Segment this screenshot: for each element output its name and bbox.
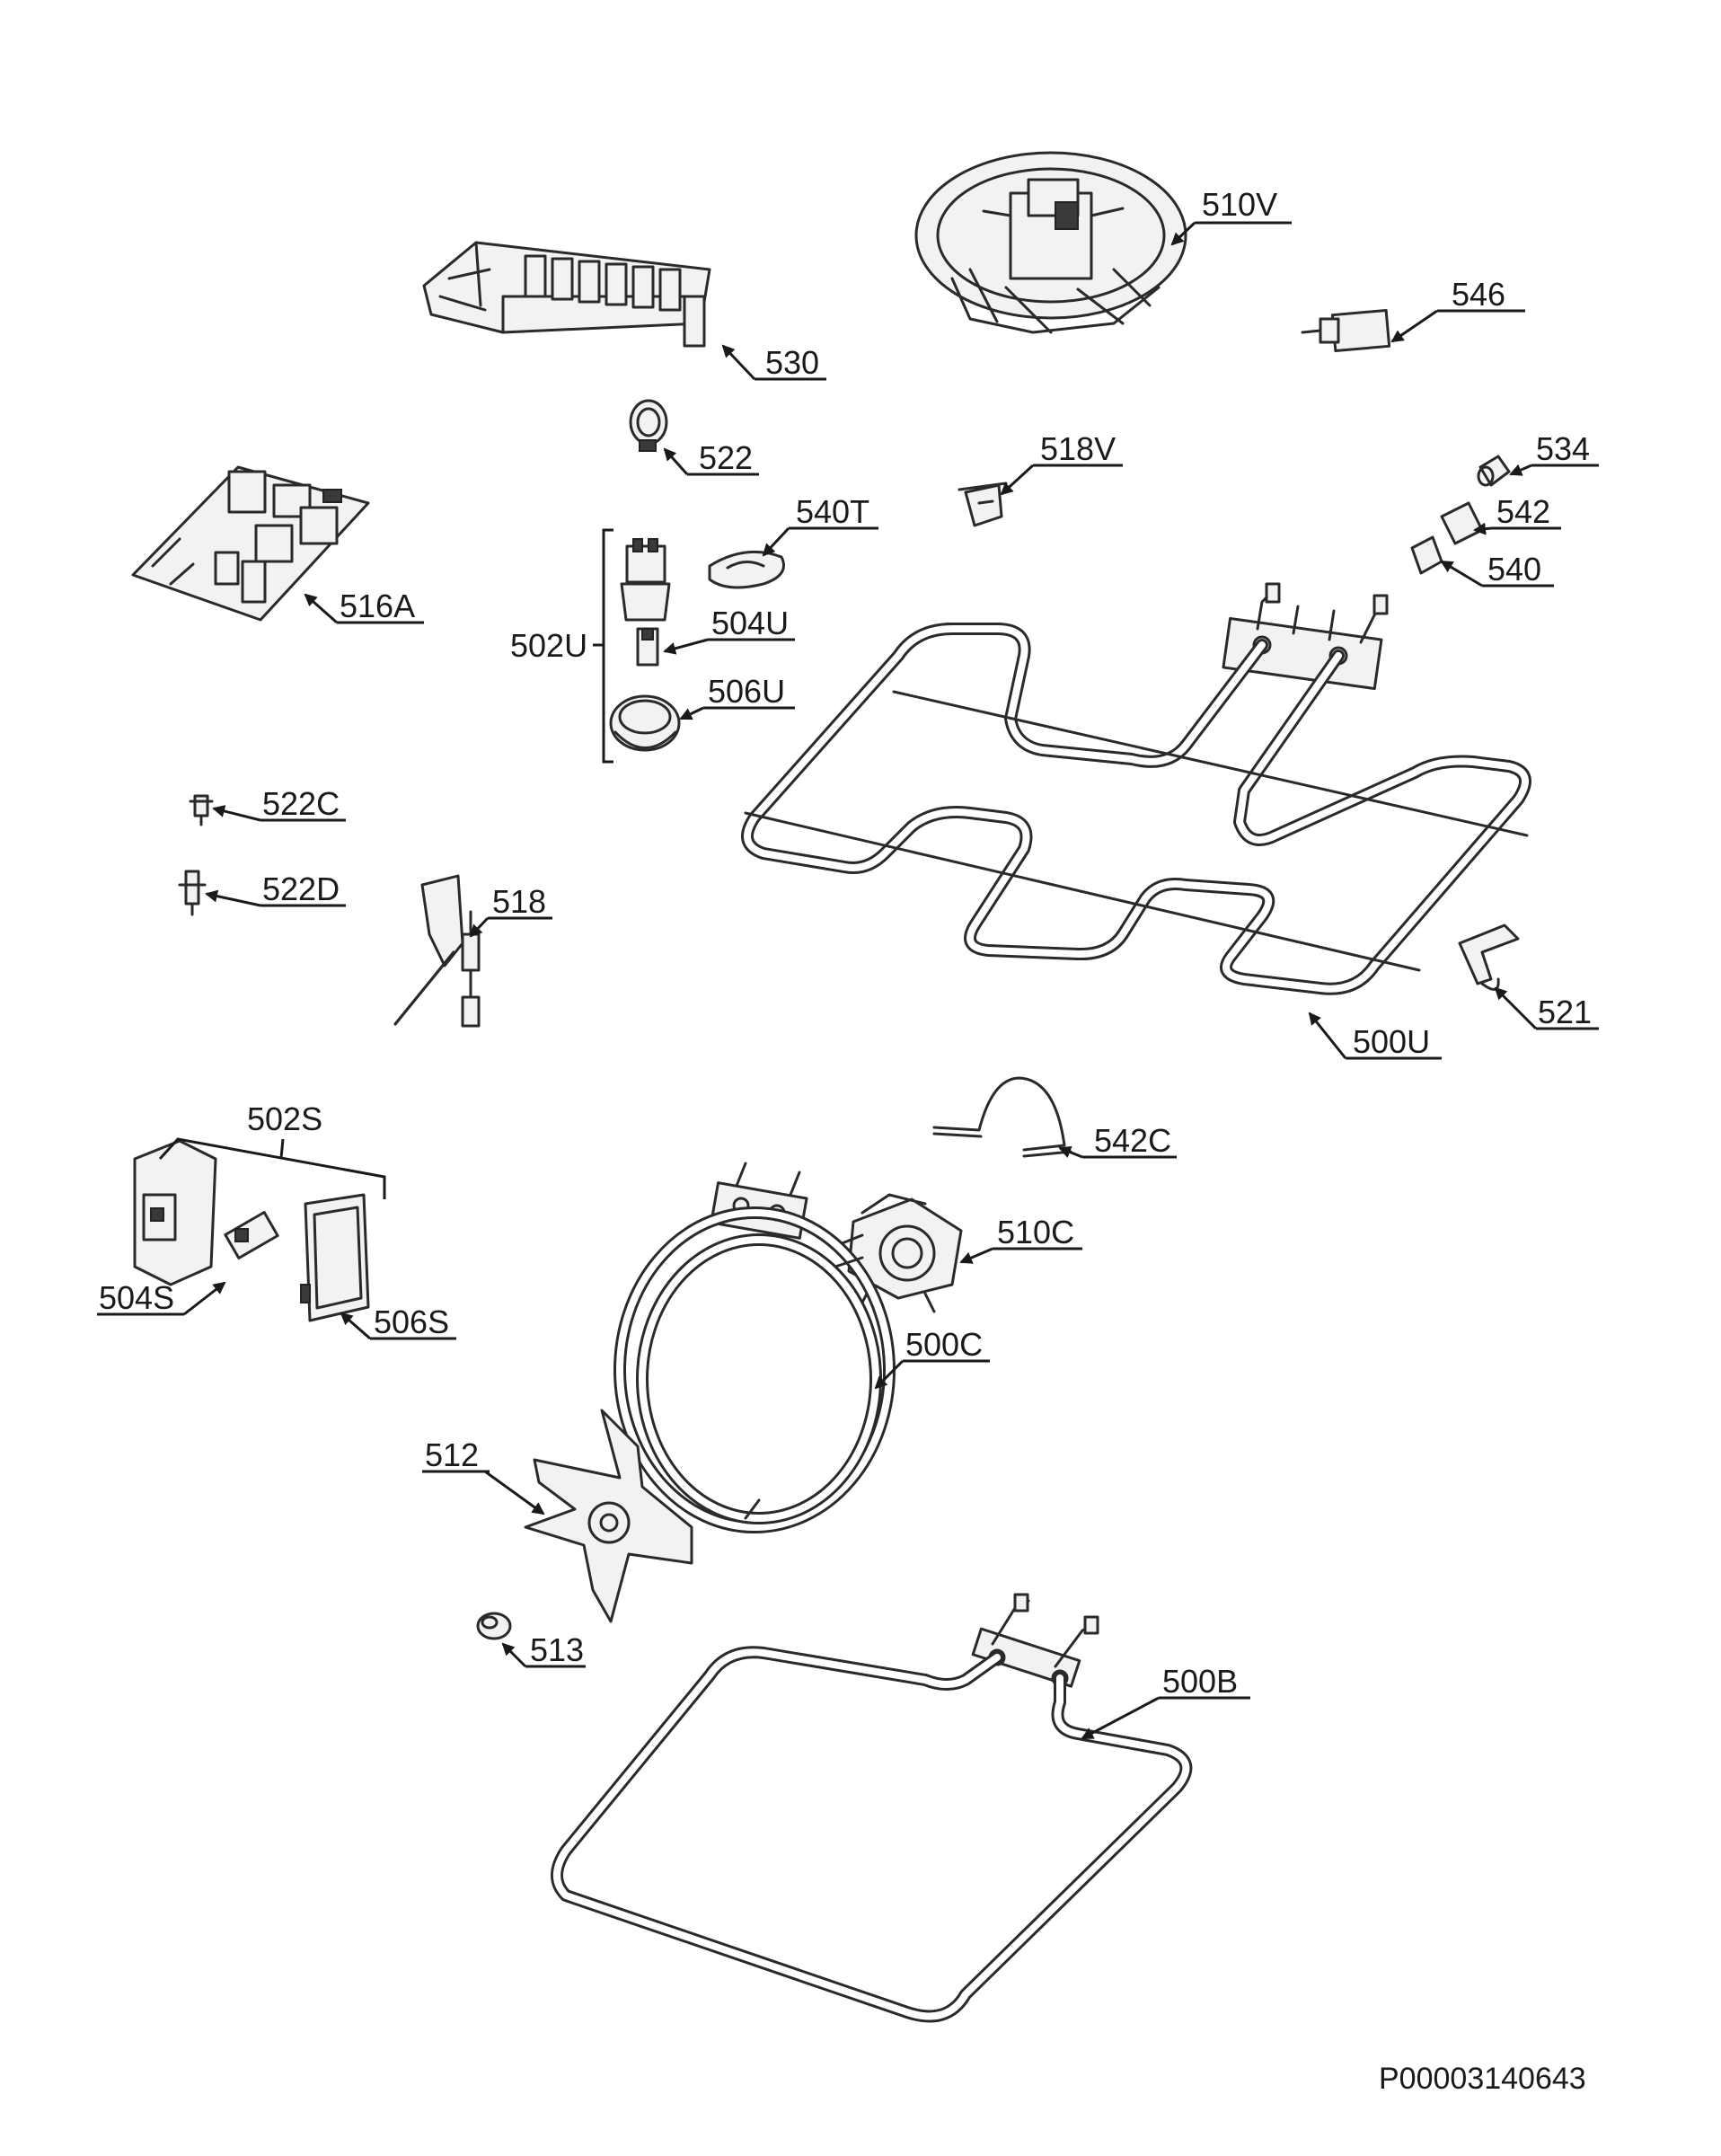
bracket-502u xyxy=(593,528,613,764)
leader-513 xyxy=(501,1642,527,1668)
label-522c: 522C xyxy=(262,785,340,822)
label-510v: 510V xyxy=(1202,186,1277,223)
terminal-block-530-drawing xyxy=(422,241,711,348)
leader-518 xyxy=(469,916,490,938)
control-board-516a-drawing xyxy=(131,465,370,622)
leader-522d xyxy=(205,889,261,907)
label-500b: 500B xyxy=(1162,1663,1238,1700)
label-504u: 504U xyxy=(711,605,789,641)
leader-518v xyxy=(1000,464,1035,496)
gasket-540t-drawing xyxy=(708,550,785,589)
label-506s: 506S xyxy=(374,1303,449,1340)
leader-500c xyxy=(874,1359,905,1390)
leader-516a xyxy=(304,593,338,624)
leader-546 xyxy=(1390,309,1438,343)
label-530: 530 xyxy=(765,344,819,381)
leader-522c xyxy=(212,805,261,822)
leader-504u xyxy=(663,638,709,655)
label-518v: 518V xyxy=(1040,430,1116,467)
temperature-sensor-518-drawing xyxy=(393,874,481,1028)
leader-504s xyxy=(183,1281,226,1316)
label-516a: 516A xyxy=(340,588,415,624)
lamp-holder-522-drawing xyxy=(629,399,668,452)
label-510c: 510C xyxy=(997,1214,1074,1250)
lamp-cover-542-drawing xyxy=(1440,501,1484,545)
switch-546-drawing xyxy=(1301,308,1391,353)
leader-530 xyxy=(721,344,756,381)
leader-510c xyxy=(959,1247,993,1264)
label-542c: 542C xyxy=(1094,1122,1171,1159)
nut-513-drawing xyxy=(476,1612,512,1640)
fan-blade-512-drawing xyxy=(524,1409,693,1623)
switch-housing-502s-drawing xyxy=(133,1139,370,1322)
label-500c: 500C xyxy=(905,1326,983,1363)
label-540t: 540T xyxy=(796,493,869,530)
label-540: 540 xyxy=(1487,551,1541,588)
label-512: 512 xyxy=(425,1436,479,1473)
leader-510v xyxy=(1170,221,1196,246)
thermostat-518v-drawing xyxy=(958,482,1008,527)
label-546: 546 xyxy=(1452,276,1505,313)
cable-542c-drawing xyxy=(932,1076,1072,1158)
leader-540t xyxy=(762,526,790,557)
leader-540 xyxy=(1440,560,1483,588)
leader-542c xyxy=(1058,1145,1083,1159)
screw-522c-drawing xyxy=(189,794,214,826)
leader-512 xyxy=(484,1470,545,1515)
label-522: 522 xyxy=(699,439,753,476)
label-502u: 502U xyxy=(510,627,587,664)
leader-534 xyxy=(1509,464,1532,476)
leader-500u xyxy=(1308,1012,1347,1059)
circular-heating-element-500c-drawing xyxy=(613,1162,896,1533)
heating-element-500u-drawing xyxy=(741,582,1531,995)
leader-500b xyxy=(1081,1696,1160,1740)
switch-knob-group-502u-drawing xyxy=(609,538,681,752)
label-518: 518 xyxy=(492,883,546,920)
label-502s: 502S xyxy=(247,1100,322,1137)
bracket-502s xyxy=(158,1137,386,1199)
leader-506u xyxy=(679,706,704,720)
lamp-glass-540-drawing xyxy=(1410,535,1443,575)
leader-542 xyxy=(1473,522,1492,535)
label-542: 542 xyxy=(1496,493,1550,530)
label-506u: 506U xyxy=(708,673,785,710)
document-number: P00003140643 xyxy=(1379,2062,1586,2096)
lower-heating-element-500b-drawing xyxy=(551,1593,1193,2023)
convection-motor-510c-drawing xyxy=(838,1193,963,1313)
leader-522 xyxy=(663,447,689,475)
label-534: 534 xyxy=(1536,430,1590,467)
leader-506s xyxy=(340,1312,371,1340)
label-513: 513 xyxy=(530,1631,584,1668)
clip-521-drawing xyxy=(1458,923,1520,991)
label-522d: 522D xyxy=(262,870,340,907)
fan-motor-assembly-510v-drawing xyxy=(914,151,1187,334)
screw-522d-drawing xyxy=(178,870,207,916)
label-500u: 500U xyxy=(1353,1023,1430,1060)
lamp-534-drawing xyxy=(1477,455,1511,487)
label-521: 521 xyxy=(1538,994,1592,1030)
leader-521 xyxy=(1494,986,1538,1030)
label-504s: 504S xyxy=(99,1279,174,1316)
